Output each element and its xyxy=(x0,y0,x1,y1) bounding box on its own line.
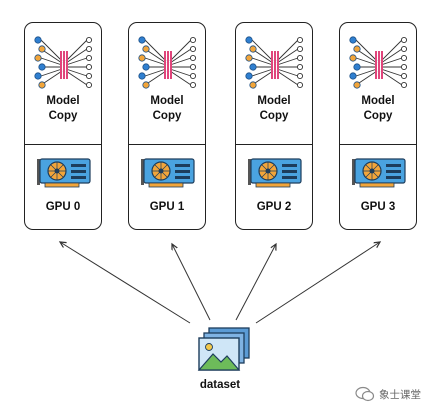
neural-network-icon xyxy=(349,36,408,89)
gpu-label: GPU 0 xyxy=(45,201,81,213)
chat-bubble-logo-icon xyxy=(355,386,375,402)
gpu-label: GPU 3 xyxy=(360,201,396,213)
arrow-to-gpu-1 xyxy=(172,244,211,321)
arrow-to-gpu-3 xyxy=(255,242,380,324)
card-divider xyxy=(129,144,205,145)
gpu-card-0: Model Copy GPU 0 xyxy=(24,22,102,230)
gpu-label: GPU 1 xyxy=(149,201,185,213)
watermark-text: 象士课堂 xyxy=(379,389,421,401)
dataset-label: dataset xyxy=(199,379,241,391)
graphics-card-icon xyxy=(352,158,406,188)
model-copy-label: Model Copy xyxy=(150,95,184,122)
arrow-to-gpu-0 xyxy=(60,242,191,324)
neural-network-icon xyxy=(138,36,197,89)
card-divider xyxy=(25,144,101,145)
neural-network-icon xyxy=(34,36,93,89)
model-copy-label: Model Copy xyxy=(46,95,80,122)
card-divider xyxy=(340,144,416,145)
card-divider xyxy=(236,144,312,145)
watermark: 象士课堂 xyxy=(355,386,435,404)
image-stack-icon xyxy=(197,327,250,371)
neural-network-icon xyxy=(245,36,304,89)
model-copy-label: Model Copy xyxy=(257,95,291,122)
graphics-card-icon xyxy=(37,158,91,188)
gpu-card-1: Model Copy GPU 1 xyxy=(128,22,206,230)
gpu-label: GPU 2 xyxy=(256,201,292,213)
arrow-to-gpu-2 xyxy=(235,244,276,321)
gpu-card-3: Model Copy GPU 3 xyxy=(339,22,417,230)
gpu-card-2: Model Copy GPU 2 xyxy=(235,22,313,230)
graphics-card-icon xyxy=(141,158,195,188)
graphics-card-icon xyxy=(248,158,302,188)
model-copy-label: Model Copy xyxy=(361,95,395,122)
